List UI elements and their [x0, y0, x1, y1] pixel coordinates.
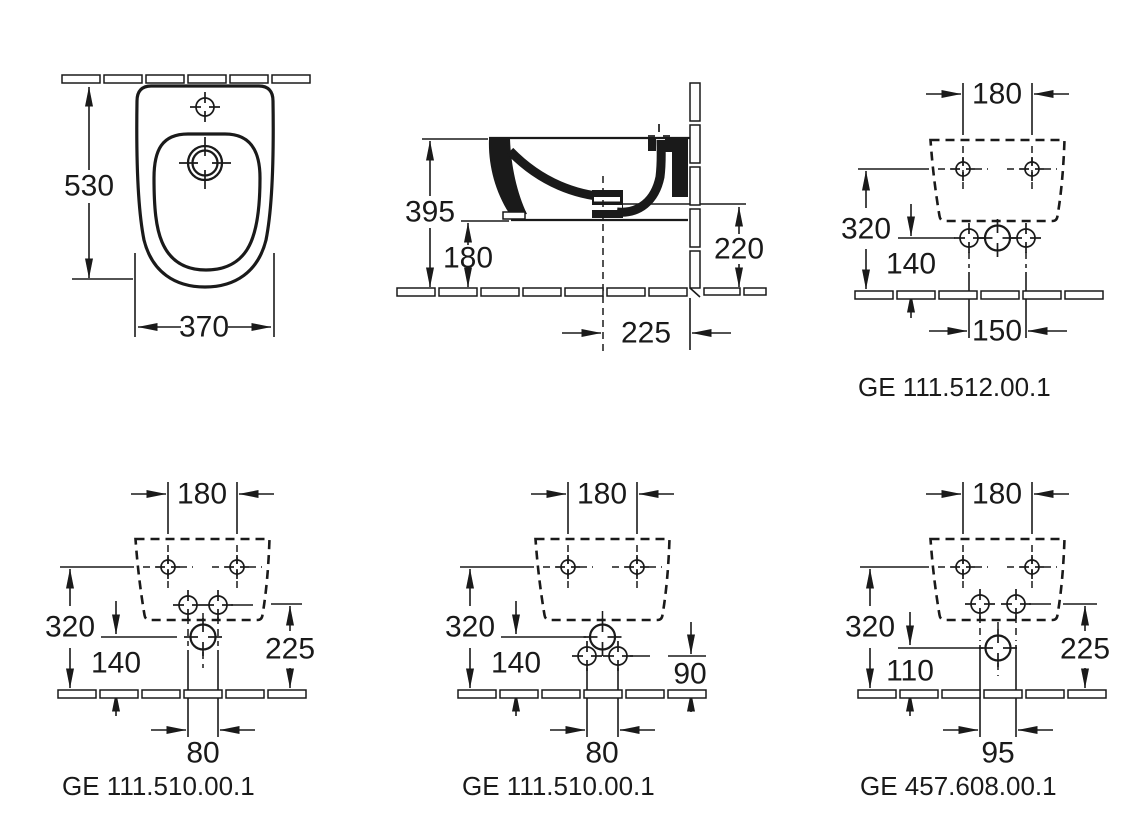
fixing-hole — [1019, 156, 1045, 182]
front-wall-section — [488, 139, 527, 216]
dim-outlet-height: 220 — [714, 233, 764, 266]
fixing-hole — [624, 554, 650, 580]
dim-drain-span: 80 — [186, 737, 219, 770]
fixing-pocket-section — [665, 138, 688, 197]
floor-hatch-band — [457, 689, 707, 699]
foot-pad — [502, 211, 526, 220]
fixing-hole — [224, 554, 250, 580]
dim-plan-width: 370 — [179, 311, 229, 344]
drain-hole — [182, 616, 224, 658]
floor-hatch-band — [396, 287, 688, 297]
dim-fixing-span: 180 — [972, 478, 1022, 511]
bowl-slope-section — [506, 147, 607, 202]
tap-hole-mark — [189, 91, 221, 123]
fixing-hole — [155, 554, 181, 580]
rear-bowl-wall-section — [616, 139, 666, 217]
drain-hole — [977, 627, 1019, 669]
dim-drain-height: 140 — [491, 647, 541, 680]
body-outline-dashed — [134, 537, 271, 622]
product-code: GE 111.510.00.1 — [462, 771, 655, 801]
supply-hole — [571, 640, 603, 672]
dim-plan-height: 530 — [64, 170, 114, 203]
supply-hole — [602, 640, 634, 672]
fixing-hole — [950, 156, 976, 182]
template-view-510b: 180 320 140 90 80 GE 111.510.00.1 — [445, 478, 707, 801]
floor-hatch-band — [854, 290, 1104, 300]
supply-hole — [1000, 588, 1032, 620]
plan-view: 530 370 — [61, 74, 311, 344]
dim-fixing-span: 180 — [577, 478, 627, 511]
product-code: GE 111.512.00.1 — [858, 372, 1051, 402]
dim-fixing-height: 320 — [445, 611, 495, 644]
wall-hatch-band — [689, 82, 701, 289]
supply-hole — [1010, 222, 1042, 254]
fixing-hole — [555, 554, 581, 580]
body-outline-dashed — [929, 138, 1066, 223]
dim-fixing-height: 320 — [841, 213, 891, 246]
body-outline-dashed — [534, 537, 671, 622]
dim-row-height: 140 — [886, 248, 936, 281]
fixing-hole — [1019, 554, 1045, 580]
dim-fixing-span: 180 — [177, 478, 227, 511]
dim-section-height: 395 — [405, 196, 455, 229]
supply-hole — [964, 588, 996, 620]
wall-hatch-band — [61, 74, 311, 84]
floor-hatch-band — [57, 689, 307, 699]
dim-fixing-height: 320 — [45, 611, 95, 644]
dim-section-underside: 180 — [443, 242, 493, 275]
dim-supply-height: 90 — [673, 658, 706, 691]
dim-supply-height: 225 — [265, 633, 315, 666]
section-view: 395 180 220 225 — [396, 82, 767, 352]
template-view-512: 180 320 140 150 GE 111.512.00.1 — [841, 78, 1104, 402]
bidet-outer-outline — [135, 84, 275, 289]
dim-drain-span: 80 — [585, 737, 618, 770]
faucet-hole-mark — [648, 124, 670, 148]
fixing-hole — [950, 554, 976, 580]
template-view-510a: 180 320 140 225 80 GE 111.510.00.1 — [45, 478, 315, 802]
dim-drain-height: 140 — [91, 647, 141, 680]
dim-supply-height: 225 — [1060, 633, 1110, 666]
supply-hole — [202, 589, 234, 621]
drain-hole-mark — [179, 137, 231, 189]
dim-drain-height: 110 — [886, 655, 934, 688]
dim-drain-span: 95 — [981, 737, 1014, 770]
template-view-457: 180 320 110 225 95 GE 457.608.00.1 — [845, 478, 1110, 802]
dim-outlet-to-wall: 225 — [621, 317, 671, 350]
drain-hole — [977, 217, 1018, 259]
dim-fixing-height: 320 — [845, 611, 895, 644]
floor-hatch-band — [857, 689, 1107, 699]
dim-fixing-span: 180 — [972, 78, 1022, 111]
body-outline-dashed — [929, 537, 1066, 622]
bidet-inner-bowl — [152, 132, 262, 272]
drain-hole — [582, 616, 623, 658]
supply-hole — [172, 589, 204, 621]
product-code: GE 111.510.00.1 — [62, 771, 255, 801]
dim-row-span: 150 — [972, 315, 1022, 348]
product-code: GE 457.608.00.1 — [860, 771, 1057, 801]
